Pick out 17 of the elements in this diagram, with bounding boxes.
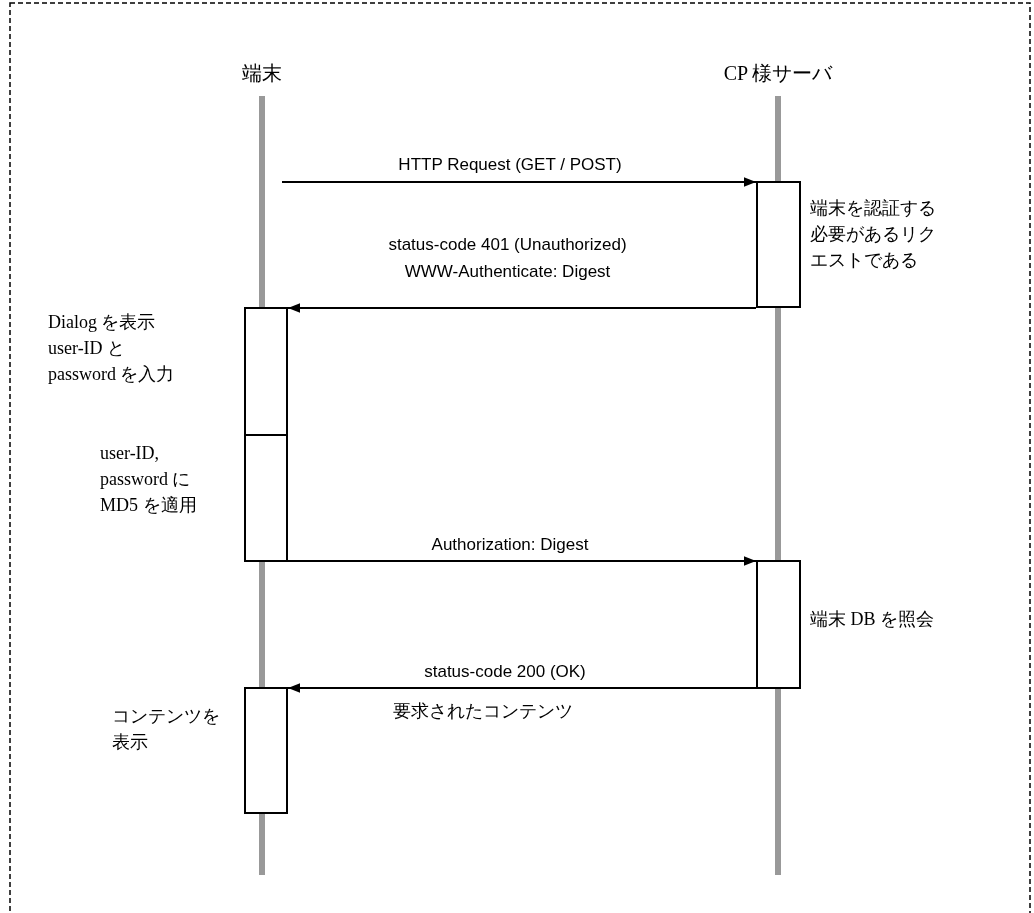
note-text: コンテンツを表示 <box>112 705 221 754</box>
activation-box <box>244 307 288 436</box>
response-note: 要求されたコンテンツ <box>393 700 573 723</box>
activation-box <box>244 687 288 814</box>
activation-box <box>756 560 801 689</box>
note-text: Dialog を表示 user-ID と password を入力 <box>48 311 176 386</box>
message-arrow <box>287 683 757 693</box>
message-arrow <box>287 556 757 566</box>
message-arrow <box>281 177 757 187</box>
note-text: 端末を認証する必要があるリクエストである <box>810 197 937 272</box>
activation-box <box>756 181 801 308</box>
activation-box <box>244 434 288 562</box>
note-text: 端末 DB を照会 <box>810 608 935 631</box>
note-text: user-ID, password に MD5 を適用 <box>100 442 198 517</box>
lifeline-label: 端末 <box>242 61 282 86</box>
lifeline-label: CP 様サーバ <box>723 61 833 86</box>
message-arrow <box>287 303 757 313</box>
